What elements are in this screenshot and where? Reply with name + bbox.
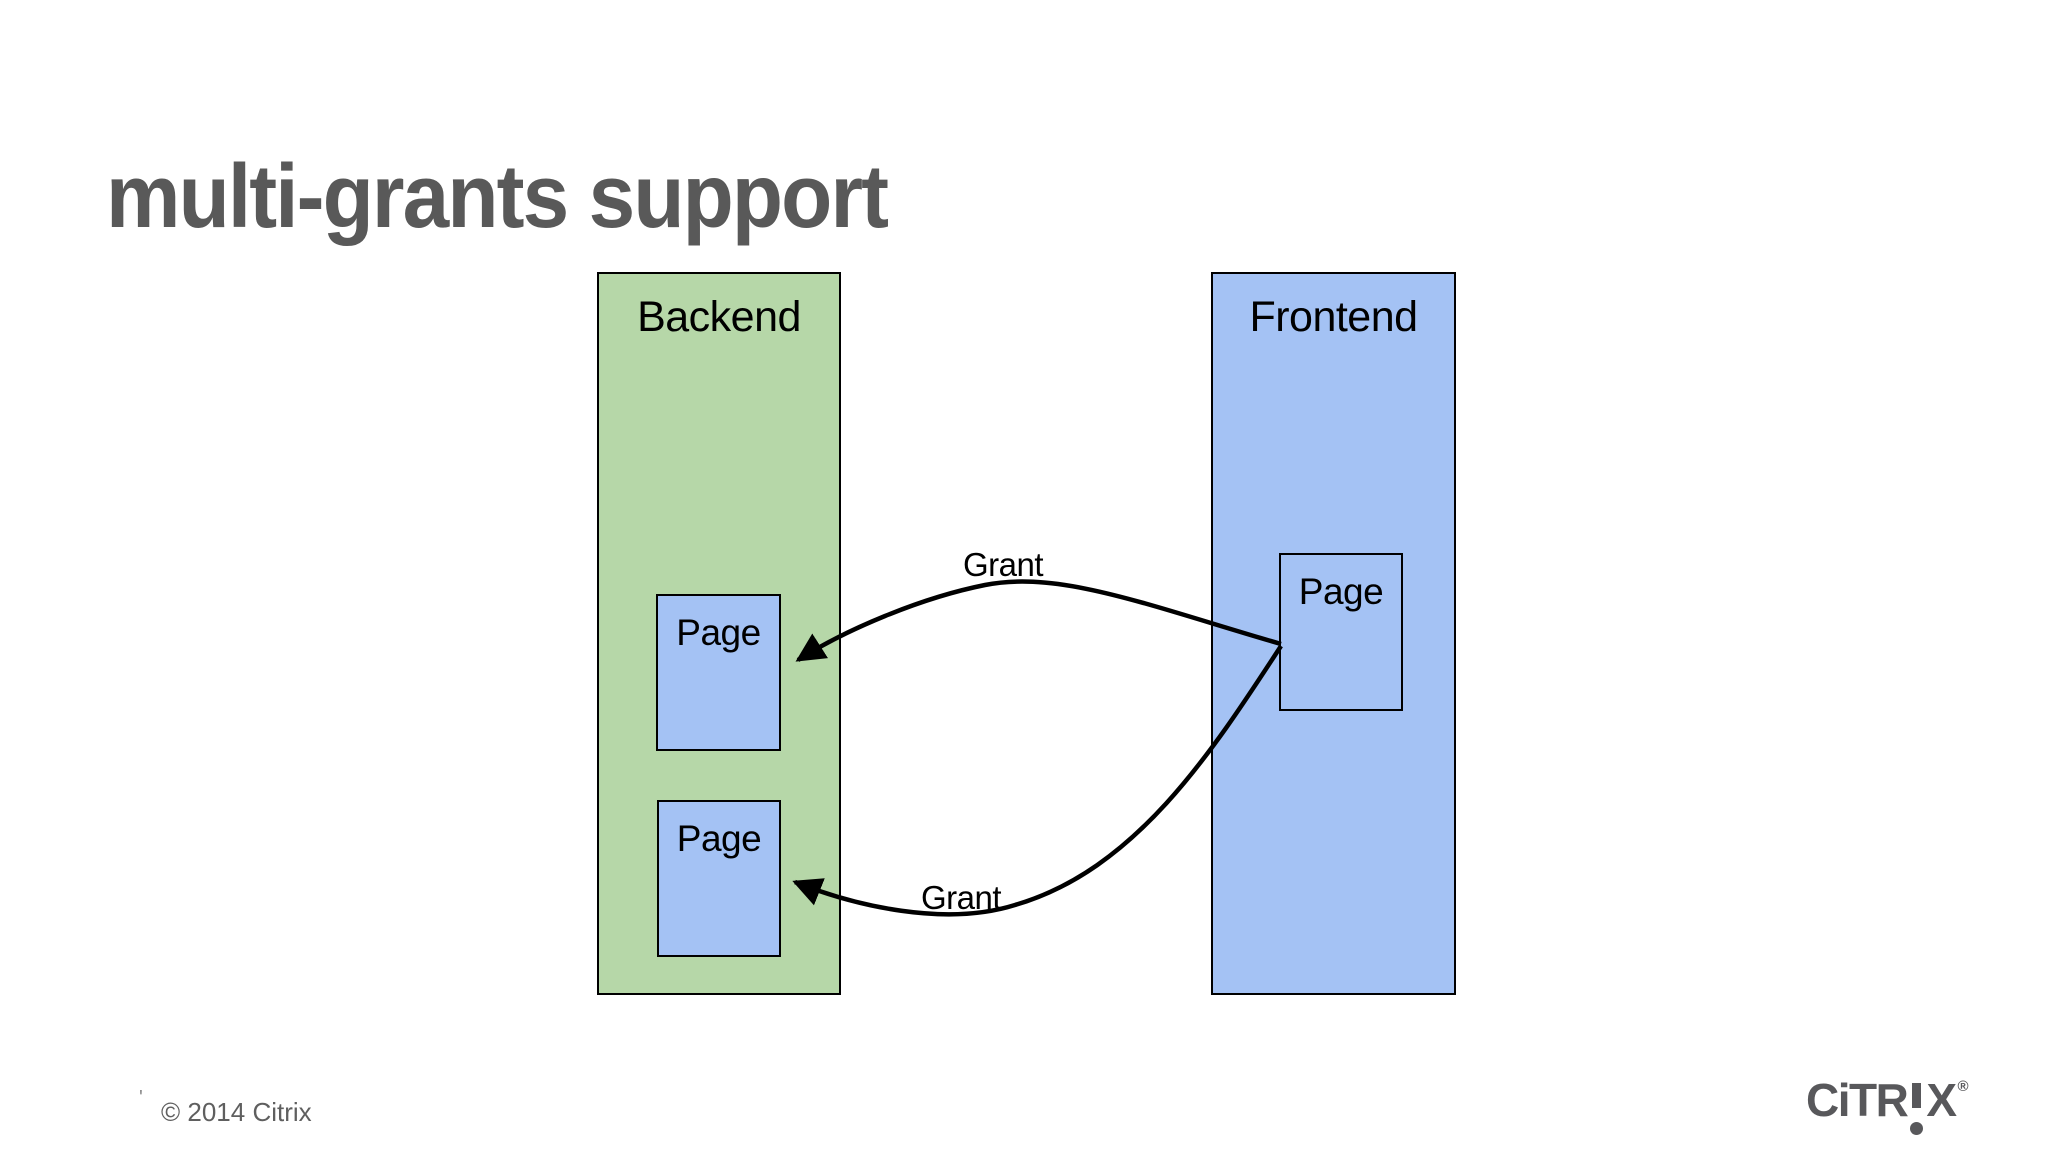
footnote-mark: ' <box>139 1087 143 1109</box>
frontend-page-box: Page <box>1279 553 1403 711</box>
grant-arrow-lower <box>792 644 1283 917</box>
copyright-text: © 2014 Citrix <box>161 1097 312 1127</box>
frontend-label: Frontend <box>1249 293 1418 341</box>
citrix-logo-inverted-i-bar <box>1912 1083 1922 1108</box>
grant-label-upper: Grant <box>963 546 1044 583</box>
grant-arrow-upper <box>795 579 1282 662</box>
backend-page-1-label: Page <box>676 612 761 653</box>
registered-trademark-icon: ® <box>1957 1078 1969 1095</box>
citrix-logo-inverted-i-icon <box>1910 1077 1924 1135</box>
citrix-logo-letter-x: X <box>1926 1074 1957 1126</box>
backend-label: Backend <box>637 293 801 341</box>
citrix-logo-inverted-i-dot <box>1910 1122 1924 1135</box>
grant-label-lower: Grant <box>921 879 1002 916</box>
slide-title: multi-grants support <box>106 147 889 248</box>
backend-page-box-1: Page <box>656 594 781 751</box>
frontend-page-label: Page <box>1298 571 1384 612</box>
backend-page-2-label: Page <box>676 818 762 859</box>
citrix-logo-letters-left: CiTR <box>1806 1074 1909 1126</box>
citrix-logo: CiTR X ® <box>1806 1074 1969 1135</box>
backend-page-box-2: Page <box>657 800 781 957</box>
